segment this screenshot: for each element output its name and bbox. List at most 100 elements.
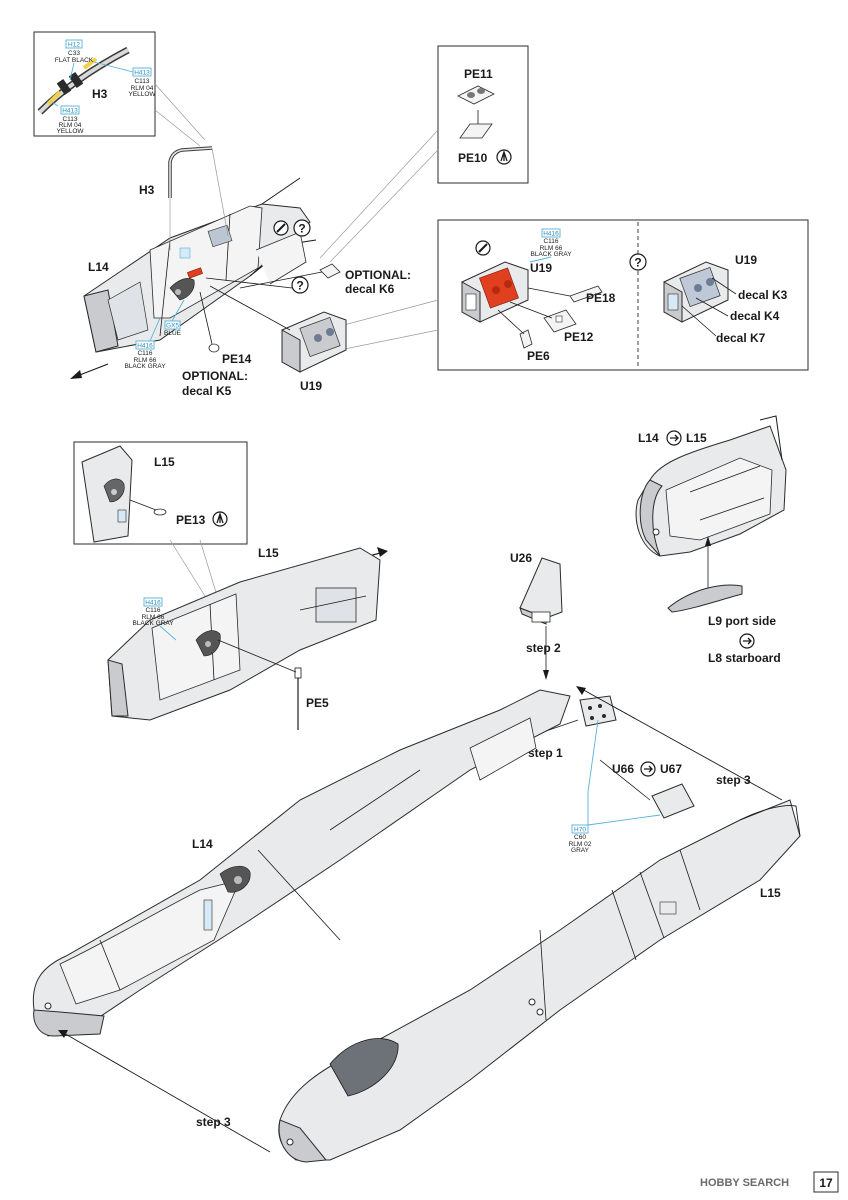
paint-callout-rlm66-mid: H416 C116 RLM 66 BLACK GRAY [132, 597, 177, 641]
svg-text:?: ? [296, 279, 303, 293]
label-optional-k5-line1: OPTIONAL: [182, 369, 248, 383]
l9-l8-part [667, 536, 743, 613]
svg-text:RLM 66: RLM 66 [142, 614, 165, 621]
question-mark-icon: ? [629, 253, 647, 271]
svg-text:BLACK GRAY: BLACK GRAY [530, 251, 572, 258]
label-step1: step 1 [528, 746, 563, 760]
label-step2: step 2 [526, 641, 561, 655]
join-arrow-icon [739, 633, 755, 649]
part-label-l14-join: L14 [638, 431, 659, 445]
part-label-l9: L9 port side [708, 614, 776, 628]
part-label-decal-k4: decal K4 [730, 309, 780, 323]
svg-text:GX5: GX5 [166, 323, 179, 330]
part-label-pe18: PE18 [586, 291, 616, 305]
pe13-inset-part [81, 445, 167, 543]
paint-callout-rlm02: H70 C60 RLM 02 GRAY [569, 719, 661, 854]
part-label-pe10: PE10 [458, 151, 488, 165]
u67-part [599, 759, 695, 819]
part-label-u19-inset-a: U19 [530, 261, 552, 275]
svg-text:H416: H416 [543, 231, 559, 238]
svg-text:BLACK GRAY: BLACK GRAY [124, 363, 166, 370]
glue-brush-icon [273, 220, 289, 236]
part-label-l15-bottom: L15 [760, 886, 781, 900]
step3-bottom-line [58, 1030, 271, 1153]
watermark-text: HOBBY SEARCH [700, 1177, 789, 1189]
svg-text:RLM 02: RLM 02 [569, 841, 592, 848]
label-optional-k6-line2: decal K6 [345, 282, 395, 296]
direction-arrow [70, 363, 109, 379]
decal-k6-part [239, 263, 341, 289]
part-label-u19-inset-b: U19 [735, 253, 757, 267]
part-label-decal-k3: decal K3 [738, 288, 788, 302]
fuselage-l14-lower [32, 689, 571, 1037]
glue-brush-icon [475, 240, 491, 256]
u19-inset-decal-part [663, 261, 737, 337]
page-number-box [813, 1171, 839, 1193]
paint-callout-blue: GX5 BLUE [164, 299, 185, 337]
svg-text:GRAY: GRAY [571, 847, 590, 854]
step3-right-line [576, 686, 783, 801]
inset-h3-frame [33, 31, 156, 137]
svg-text:RLM 04: RLM 04 [59, 122, 82, 129]
svg-text:H416: H416 [137, 343, 153, 350]
u19-main-part [209, 285, 347, 373]
part-label-u26: U26 [510, 551, 532, 565]
part-label-l15-join: L15 [686, 431, 707, 445]
part-label-h3: H3 [139, 183, 155, 197]
join-arrow-icon [640, 761, 656, 777]
part-label-decal-k7: decal K7 [716, 331, 766, 345]
svg-text:C116: C116 [137, 350, 152, 357]
part-label-u19-main: U19 [300, 379, 322, 393]
svg-text:RLM 66: RLM 66 [540, 245, 563, 252]
u19-inset-red-part [461, 261, 529, 323]
svg-text:H70: H70 [574, 827, 586, 834]
inset-pe10-frame [437, 45, 529, 184]
svg-text:C116: C116 [543, 238, 558, 245]
part-label-l15-inset: L15 [154, 455, 175, 469]
question-mark-icon: ? [293, 219, 311, 237]
paint-callout-rlm04-b: H413 C113 RLM 04 YELLOW [51, 101, 84, 135]
svg-text:H12: H12 [68, 42, 80, 49]
pe11-part [457, 85, 495, 105]
paint-callout-flat-black: H12 C33 FLAT BLACK [55, 39, 94, 81]
join-arrow-icon [666, 430, 682, 446]
part-label-u66: U66 [612, 762, 634, 776]
svg-text:BLACK GRAY: BLACK GRAY [132, 620, 174, 627]
label-optional-k6-line1: OPTIONAL: [345, 268, 411, 282]
svg-text:C113: C113 [134, 78, 149, 85]
u26-part [519, 557, 563, 680]
question-mark-icon: ? [291, 276, 309, 294]
bend-arrow-icon [212, 511, 228, 527]
svg-text:FLAT BLACK: FLAT BLACK [55, 57, 94, 64]
part-label-pe14: PE14 [222, 352, 252, 366]
svg-text:YELLOW: YELLOW [56, 128, 84, 135]
part-label-l8: L8 starboard [708, 651, 781, 665]
part-label-l14-bottom: L14 [192, 837, 213, 851]
page-number: 17 [819, 1176, 833, 1190]
part-label-pe11: PE11 [464, 67, 493, 81]
h3-inset-part [37, 46, 130, 115]
part-label-pe13: PE13 [176, 513, 206, 527]
label-step3-bottom: step 3 [196, 1115, 231, 1129]
cockpit-fuselage-top [83, 177, 317, 353]
pe12-part [509, 301, 577, 333]
svg-text:BLUE: BLUE [164, 330, 182, 337]
svg-text:C33: C33 [68, 50, 80, 57]
pe14-part [199, 291, 220, 353]
part-label-pe12: PE12 [564, 330, 594, 344]
part-label-l14-top: L14 [88, 260, 109, 274]
part-label-pe5: PE5 [306, 696, 329, 710]
part-label-h3-inset: H3 [92, 87, 108, 101]
svg-text:C113: C113 [62, 116, 77, 123]
label-optional-k5-line2: decal K5 [182, 384, 232, 398]
svg-text:RLM 66: RLM 66 [134, 357, 157, 364]
svg-text:C60: C60 [574, 834, 586, 841]
fuselage-l15-lower [278, 799, 801, 1163]
part-label-pe6: PE6 [527, 349, 550, 363]
part-label-l15-mid: L15 [258, 546, 279, 560]
pe6-part [497, 309, 533, 349]
fuselage-mid-part [107, 547, 381, 721]
svg-text:H413: H413 [134, 70, 150, 77]
paint-callout-rlm66-inset: H416 C116 RLM 66 BLACK GRAY [529, 228, 572, 263]
